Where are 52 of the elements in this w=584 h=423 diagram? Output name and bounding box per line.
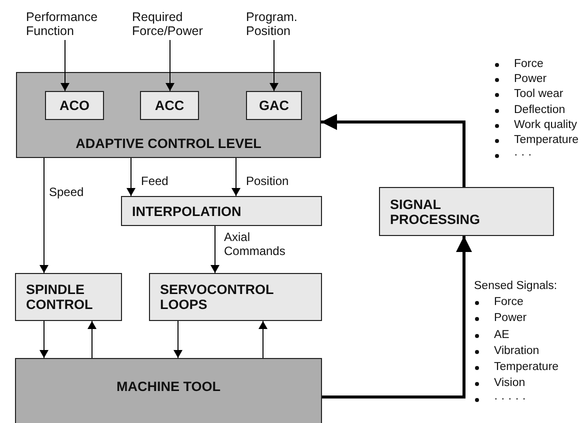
list-item: Tool wear [493, 88, 564, 102]
box-title: SPINDLE CONTROL [26, 282, 94, 312]
box-title: MACHINE TOOL [116, 378, 220, 394]
box-title: ACO [60, 98, 90, 113]
list-item: Force [493, 58, 544, 71]
function-box [246, 91, 302, 120]
box-title: ACC [154, 98, 184, 113]
list-item: Power [473, 312, 527, 326]
arrow [270, 40, 278, 92]
list-item: Vibration [473, 344, 540, 358]
arrow [40, 320, 48, 358]
block-box [379, 187, 554, 236]
block-box [15, 358, 322, 423]
input-text: Required Force/Power [132, 10, 204, 38]
arrow [232, 158, 240, 196]
list-item: · · · [493, 149, 532, 162]
edge-label: Speed [49, 185, 84, 199]
box-title: ADAPTIVE CONTROL LEVEL [76, 136, 262, 151]
box-title: SIGNAL PROCESSING [390, 196, 482, 226]
input-text: Program. Position [246, 10, 298, 38]
arrow [126, 158, 136, 196]
block-box [149, 273, 322, 321]
block-box [16, 72, 321, 158]
edge-label: Feed [141, 174, 168, 188]
list-item: Deflection [493, 104, 566, 117]
list-heading: Sensed Signals: [474, 280, 558, 293]
box-title: GAC [259, 98, 289, 113]
signal-arrow [321, 114, 466, 187]
list-item: Vision [473, 377, 526, 390]
arrow [60, 40, 70, 92]
list-item: AE [473, 328, 510, 342]
list-item: Temperature [493, 134, 579, 147]
function-box [140, 91, 199, 120]
list-item: Work quality [493, 118, 578, 132]
box-title: SERVOCONTROL LOOPS [160, 282, 275, 312]
edge-label: Position [246, 174, 289, 188]
function-box [45, 91, 104, 120]
arrow [40, 158, 48, 274]
signal-arrow [322, 236, 472, 398]
box-title: INTERPOLATION [132, 204, 242, 218]
arrow [210, 226, 220, 274]
arrow [166, 40, 174, 92]
arrow [258, 320, 268, 358]
list-item: Power [493, 73, 547, 86]
list-item: Temperature [473, 361, 559, 374]
input-text: Performance Function [26, 10, 99, 38]
block-box [15, 273, 122, 321]
block-box [121, 196, 322, 226]
list-item: Force [473, 296, 524, 310]
list-item: · · · · · [473, 393, 526, 406]
arrow [88, 320, 96, 358]
arrow [174, 320, 182, 358]
